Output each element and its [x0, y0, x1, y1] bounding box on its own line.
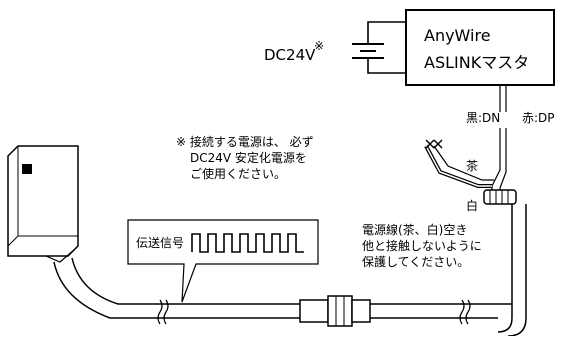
wire-label-brown: 茶 — [466, 158, 478, 173]
master-label-line1: AnyWire — [424, 26, 491, 45]
power-supply-leads — [367, 21, 406, 74]
sensor-indicator — [22, 164, 32, 174]
signal-callout-bubble — [127, 219, 319, 303]
transmission-signal-callout: 伝送信号 — [127, 219, 319, 303]
note-line-1: ※ 接続する電源は、 必ず — [176, 134, 314, 149]
cable-branch-sleeve — [483, 189, 517, 205]
cable-break-mark — [157, 299, 163, 325]
wire-label-red-dp: 赤:DP — [522, 111, 555, 125]
main-cable — [53, 257, 512, 325]
cable-vertical-right — [497, 204, 527, 337]
power-wire-bundle-inner — [425, 145, 492, 187]
connector-left-half — [299, 299, 329, 323]
note-line-3: ご使用ください。 — [190, 166, 286, 181]
power-supply-note: ※ 接続する電源は、 必ず DC24V 安定化電源を ご使用ください。 — [176, 134, 314, 181]
signal-pulse-waveform — [191, 233, 304, 253]
power-supply-note-mark: ※ — [314, 39, 324, 53]
master-box — [405, 9, 555, 86]
inline-connector — [299, 295, 371, 327]
cable-break-mark-2 — [459, 299, 465, 325]
open-wire-ends-mark — [425, 139, 443, 149]
branch-sleeve — [483, 189, 517, 205]
connector-right-half — [351, 299, 371, 323]
connector-coupling — [327, 295, 353, 327]
power-wire-brown — [433, 145, 494, 181]
master-label-line2: ASLINKマスタ — [424, 53, 529, 72]
wire-label-black-dn: 黒:DN — [466, 111, 500, 125]
power-supply: DC24V ※ — [264, 21, 406, 74]
power-supply-label: DC24V — [264, 46, 316, 64]
power-wire-protection-note: 電源線(茶、白)空き 他と接触しないように 保護してください。 — [362, 222, 482, 269]
signal-label: 伝送信号 — [136, 235, 184, 250]
power-wires: 茶 白 — [424, 139, 494, 213]
protection-note-line-2: 他と接触しないように — [362, 238, 482, 253]
wire-dn-dp-lower — [491, 128, 507, 196]
protection-note-line-1: 電源線(茶、白)空き — [362, 222, 467, 237]
wire-label-white: 白 — [466, 198, 478, 213]
sensor-head — [7, 145, 79, 263]
protection-note-line-3: 保護してください。 — [362, 254, 469, 269]
aslink-master-unit: AnyWire ASLINKマスタ — [405, 9, 555, 86]
note-line-2: DC24V 安定化電源を — [190, 150, 307, 165]
